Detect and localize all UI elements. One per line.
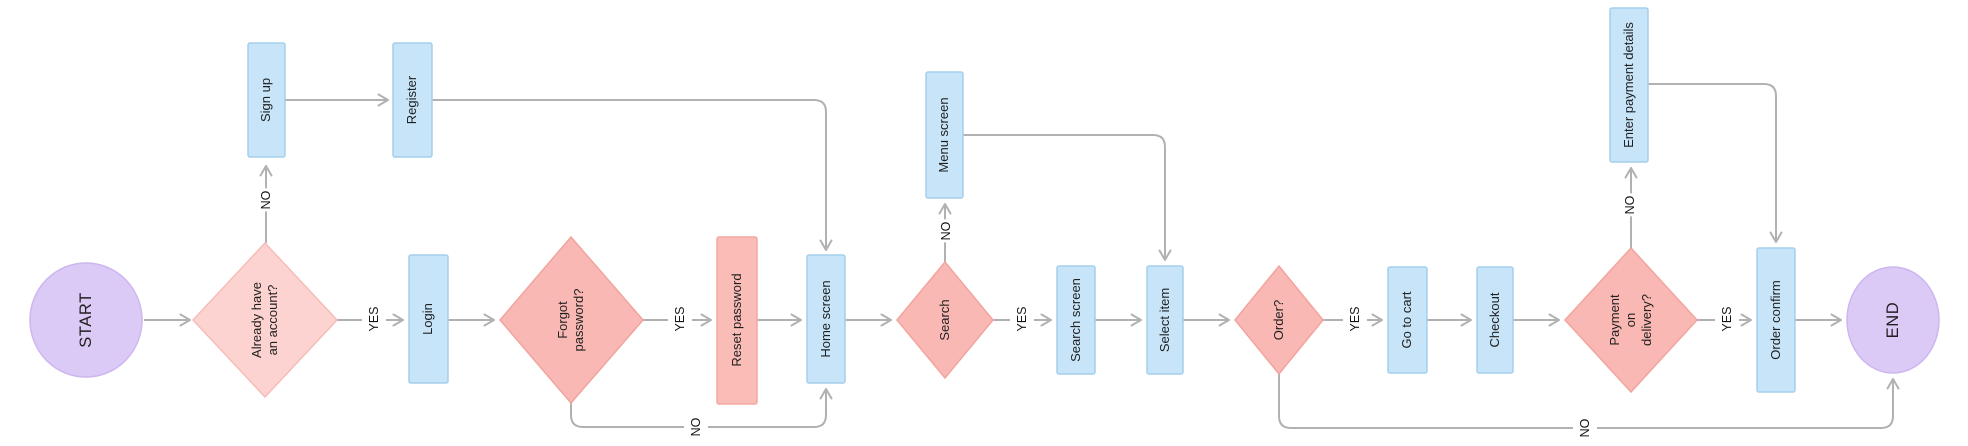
node-search[interactable]: Search bbox=[937, 299, 952, 341]
register-shape[interactable] bbox=[392, 42, 433, 158]
start-shape[interactable] bbox=[29, 262, 143, 378]
enter-payment-details-shape[interactable] bbox=[1609, 7, 1649, 163]
already-account-shape[interactable] bbox=[191, 241, 339, 399]
edge-register-home bbox=[432, 99, 833, 251]
node-end[interactable]: END bbox=[1884, 301, 1902, 339]
edge-label-payment-no: NO bbox=[1618, 193, 1642, 217]
node-home-screen[interactable]: Home screen bbox=[818, 280, 833, 358]
end-shape[interactable] bbox=[1846, 266, 1940, 374]
select-item-shape[interactable] bbox=[1146, 265, 1184, 375]
edge-label-forgot-no: NO bbox=[684, 415, 708, 439]
reset-password-shape[interactable] bbox=[716, 236, 758, 405]
login-shape[interactable] bbox=[408, 254, 449, 384]
go-to-cart-shape[interactable] bbox=[1387, 266, 1428, 374]
forgot-password-shape[interactable] bbox=[499, 235, 644, 405]
sign-up-shape[interactable] bbox=[247, 42, 286, 158]
checkout-shape[interactable] bbox=[1476, 266, 1514, 374]
node-enter-payment-details[interactable]: Enter payment details bbox=[1621, 22, 1636, 148]
menu-screen-shape[interactable] bbox=[925, 71, 964, 199]
edge-label-payment-yes: YES bbox=[1715, 304, 1739, 334]
node-menu-screen[interactable]: Menu screen bbox=[936, 97, 951, 173]
node-order[interactable]: Order? bbox=[1271, 299, 1286, 341]
node-login[interactable]: Login bbox=[420, 303, 435, 335]
payment-on-delivery-shape[interactable] bbox=[1563, 246, 1699, 394]
edge-label-already-yes: YES bbox=[362, 304, 386, 334]
node-sign-up[interactable]: Sign up bbox=[258, 77, 273, 123]
node-already-account[interactable]: Already have an account? bbox=[249, 282, 280, 358]
node-order-confirm[interactable]: Order confirm bbox=[1768, 280, 1783, 360]
edge-label-already-no: NO bbox=[254, 188, 278, 212]
node-checkout[interactable]: Checkout bbox=[1487, 292, 1502, 348]
edge-label-search-yes: YES bbox=[1010, 304, 1034, 334]
node-reset-password[interactable]: Reset password bbox=[729, 273, 744, 367]
edge-enterdetails-orderconfirm bbox=[1648, 83, 1783, 243]
edge-menu-selectitem bbox=[963, 134, 1172, 261]
edge-label-forgot-yes: YES bbox=[668, 304, 692, 334]
node-register[interactable]: Register bbox=[404, 75, 419, 125]
node-start[interactable]: START bbox=[77, 292, 95, 348]
edge-label-order-yes: YES bbox=[1343, 304, 1367, 334]
node-go-to-cart[interactable]: Go to cart bbox=[1399, 291, 1414, 349]
order-shape[interactable] bbox=[1234, 264, 1324, 376]
node-payment-on-delivery[interactable]: Payment on delivery? bbox=[1607, 293, 1654, 347]
order-confirm-shape[interactable] bbox=[1756, 247, 1796, 393]
edge-label-search-no: NO bbox=[934, 219, 958, 243]
search-screen-shape[interactable] bbox=[1056, 265, 1096, 375]
search-shape[interactable] bbox=[896, 260, 994, 380]
home-screen-shape[interactable] bbox=[806, 254, 846, 384]
node-search-screen[interactable]: Search screen bbox=[1068, 278, 1083, 362]
edge-label-order-no: NO bbox=[1573, 416, 1597, 440]
node-forgot-password[interactable]: Forgot password? bbox=[555, 288, 586, 352]
node-select-item[interactable]: Select item bbox=[1157, 287, 1172, 353]
